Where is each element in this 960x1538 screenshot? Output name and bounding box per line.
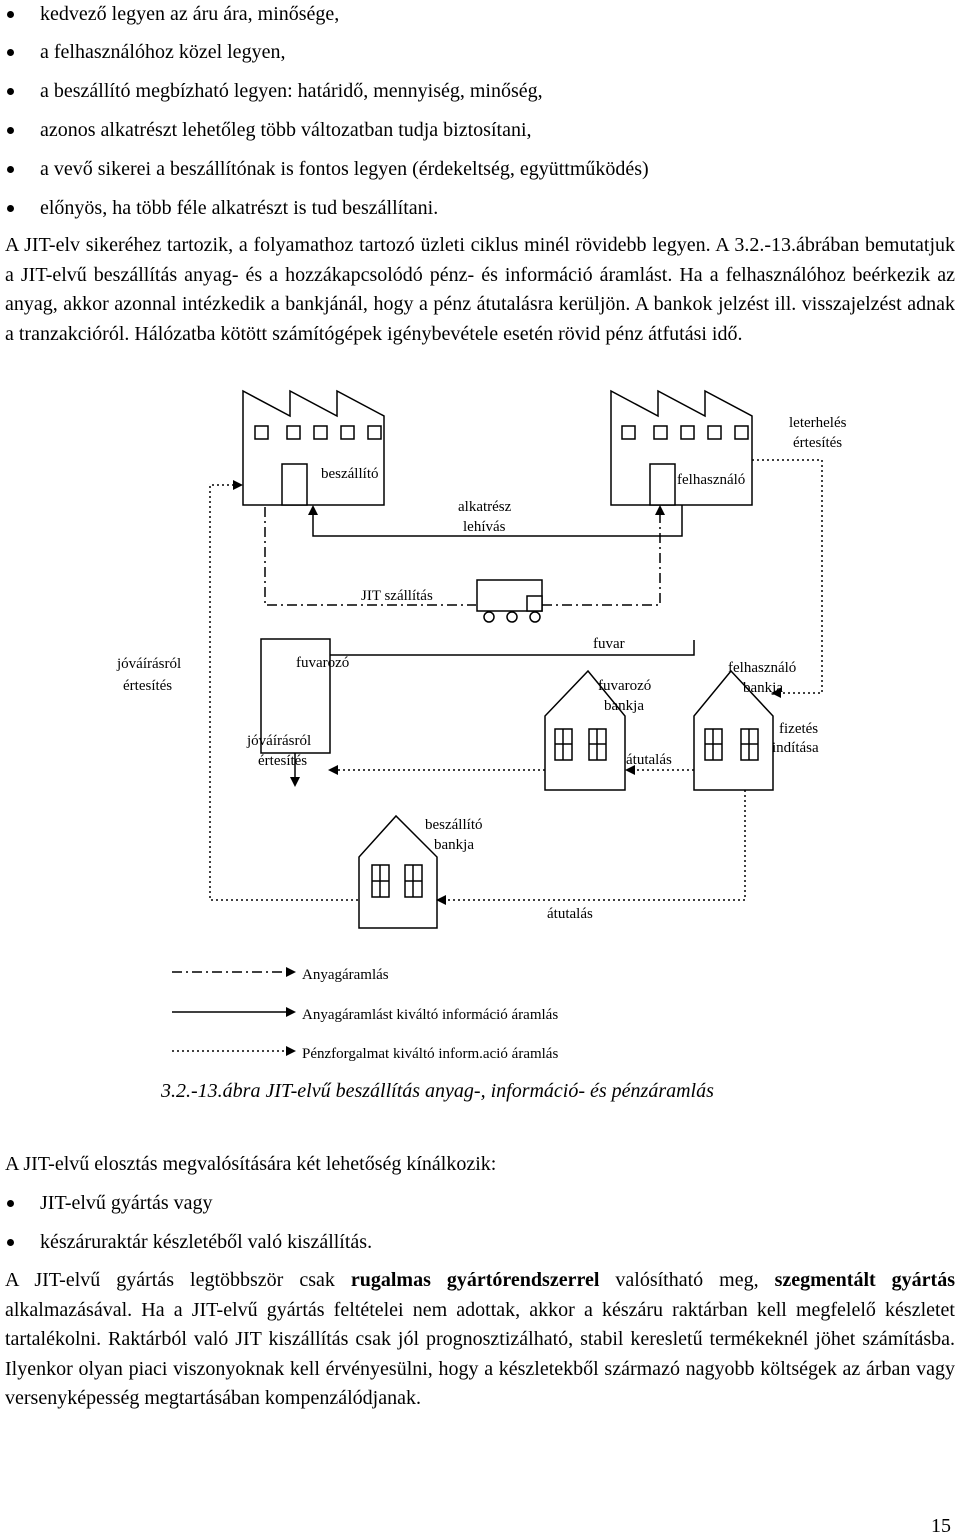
payment-label: fizetés xyxy=(779,721,818,737)
page-number: 15 xyxy=(931,1515,951,1538)
transfer-label: átutalás xyxy=(547,906,593,922)
information-flow-lines xyxy=(295,505,694,785)
text-run: alkalmazásával. Ha a JIT-elvű gyártás fe… xyxy=(5,1299,955,1410)
bold-term: rugalmas gyártórendszerrel xyxy=(351,1269,600,1291)
paragraph: A JIT-elvű gyártás legtöbbször csak ruga… xyxy=(5,1266,955,1414)
user-label: felhasználó xyxy=(677,472,745,488)
payment-label: indítása xyxy=(772,740,819,756)
transfer-label: átutalás xyxy=(626,752,672,768)
freight-label: fuvar xyxy=(593,636,625,652)
carrier-bank-label: fuvarozó xyxy=(598,678,651,694)
intro-line: A JIT-elvű elosztás megvalósítására két … xyxy=(5,1153,496,1176)
legend-label: Anyagáramlást kiváltó információ áramlás xyxy=(302,1007,558,1023)
debit-label: leterhelés xyxy=(789,415,847,431)
credit-note-label: értesítés xyxy=(258,753,307,769)
legend-label: Pénzforgalmat kiváltó inform.ació áramlá… xyxy=(302,1046,558,1062)
user-bank-label: felhasználó xyxy=(728,660,796,676)
credit-note-label: értesítés xyxy=(123,678,172,694)
user-bank-label: bankja xyxy=(743,680,783,696)
list-item: készáruraktár készletéből való kiszállít… xyxy=(40,1230,372,1254)
list-item: JIT-elvű gyártás vagy xyxy=(40,1191,213,1215)
jit-flow-diagram: beszállító felhasználó leterhelés értesí… xyxy=(0,0,960,1075)
supplier-factory-icon xyxy=(243,391,384,505)
bold-term: szegmentált gyártás xyxy=(775,1269,955,1291)
carrier-label: fuvarozó xyxy=(296,655,349,671)
supplier-bank-label: bankja xyxy=(434,837,474,853)
credit-note-label: jóváírásról xyxy=(246,733,311,749)
figure-caption: 3.2.-13.ábra JIT-elvű beszállítás anyag-… xyxy=(161,1080,714,1103)
supplier-bank-label: beszállító xyxy=(425,817,482,833)
truck-icon xyxy=(477,580,542,622)
text-run: valósítható meg, xyxy=(599,1269,774,1291)
debit-label: értesítés xyxy=(793,435,842,451)
text-run: A JIT-elvű gyártás legtöbbször csak xyxy=(5,1269,351,1291)
legend-label: Anyagáramlás xyxy=(302,967,389,983)
legend: Anyagáramlás Anyagáramlást kiváltó infor… xyxy=(172,967,558,1062)
jit-delivery-label: JIT szállítás xyxy=(361,588,433,604)
credit-note-label: jóváírásról xyxy=(116,656,181,672)
callout-label: lehívás xyxy=(463,519,506,535)
supplier-label: beszállító xyxy=(321,466,378,482)
carrier-bank-label: bankja xyxy=(604,698,644,714)
callout-label: alkatrész xyxy=(458,499,512,515)
